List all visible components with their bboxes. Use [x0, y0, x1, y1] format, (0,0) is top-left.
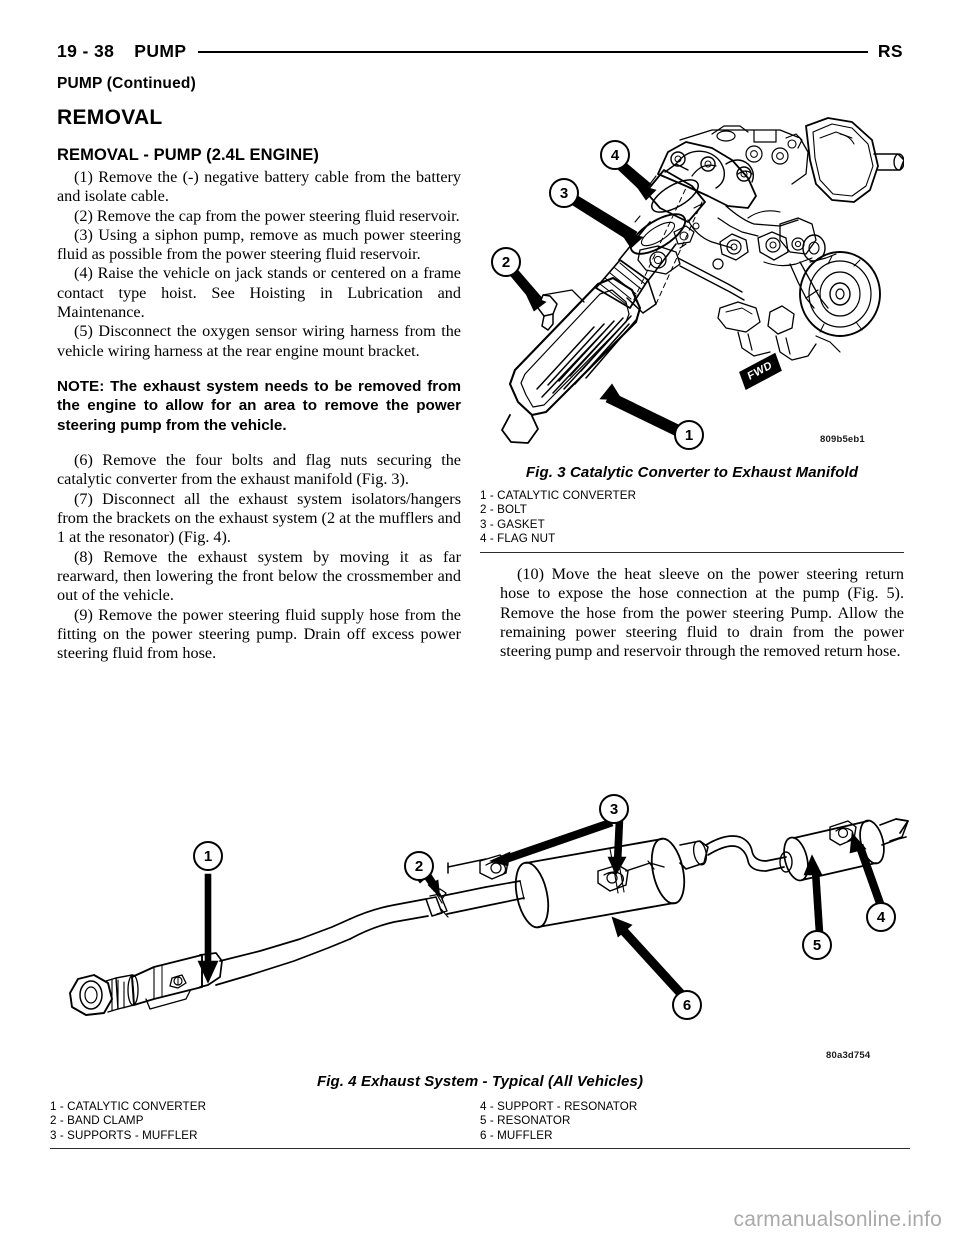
- legend-item: 4 - FLAG NUT: [480, 532, 556, 546]
- figure-4-callout-1: 1: [193, 841, 223, 871]
- site-watermark: carmanualsonline.info: [733, 1208, 942, 1231]
- figure-4-legend-left: 1 - CATALYTIC CONVERTER 2 - BAND CLAMP 3…: [50, 1100, 480, 1143]
- figure-4-caption: Fig. 4 Exhaust System - Typical (All Veh…: [316, 1073, 644, 1090]
- figure-3-legend: 1 - CATALYTIC CONVERTER 2 - BOLT 3 - GAS…: [480, 489, 904, 553]
- figure-3-illustration: 4 3 2 1 FWD 809b5eb1: [480, 112, 904, 452]
- legend-item: 3 - SUPPORTS - MUFFLER: [50, 1128, 198, 1142]
- page-title: REMOVAL: [57, 106, 163, 129]
- figure-3-caption: Fig. 3 Catalytic Converter to Exhaust Ma…: [525, 464, 859, 481]
- legend-item: 2 - BAND CLAMP: [50, 1114, 144, 1128]
- figure-3: 4 3 2 1 FWD 809b5eb1 Fig. 3 Catalytic Co…: [480, 112, 904, 553]
- figure-4-legend: 1 - CATALYTIC CONVERTER 2 - BAND CLAMP 3…: [50, 1100, 910, 1150]
- legend-item: 5 - RESONATOR: [480, 1114, 571, 1128]
- figure-4: 1 2 3 4 5 6 80a3d754 Fig. 4 Exhaust Syst…: [50, 775, 910, 1150]
- manual-code: RS: [877, 40, 903, 61]
- figure-3-callout-3: 3: [549, 178, 579, 208]
- procedure-step: (8) Remove the exhaust system by moving …: [57, 547, 461, 605]
- catalytic-converter-to-manifold-drawing: [501, 117, 904, 444]
- procedure-step: (9) Remove the power steering fluid supp…: [57, 605, 461, 663]
- header-section-title: PUMP: [134, 40, 187, 61]
- procedure-step: (2) Remove the cap from the power steeri…: [74, 206, 460, 225]
- figure-4-illustration: 1 2 3 4 5 6 80a3d754: [50, 775, 910, 1065]
- legend-item: 2 - BOLT: [480, 503, 527, 517]
- figure-3-callout-4: 4: [600, 140, 630, 170]
- legend-item: 1 - CATALYTIC CONVERTER: [480, 489, 637, 502]
- figure-4-callout-5: 5: [802, 930, 832, 960]
- legend-divider: [50, 1148, 910, 1150]
- left-text-column: REMOVAL REMOVAL - PUMP (2.4L ENGINE) (1)…: [57, 106, 461, 663]
- subsection-title: REMOVAL - PUMP (2.4L ENGINE): [57, 146, 319, 164]
- page-header: 19 - 38 PUMP RS: [57, 38, 903, 64]
- note-callout: NOTE: The exhaust system needs to be rem…: [57, 377, 461, 434]
- procedure-step: (1) Remove the (-) negative battery cabl…: [57, 168, 461, 206]
- page-number: 19 - 38: [57, 40, 115, 61]
- legend-item: 3 - GASKET: [480, 517, 545, 531]
- procedure-step: (3) Using a siphon pump, remove as much …: [57, 225, 461, 264]
- exhaust-system-drawing: [69, 818, 909, 1016]
- procedure-step: (6) Remove the four bolts and flag nuts …: [57, 451, 461, 489]
- figure-4-callout-2: 2: [404, 851, 434, 881]
- legend-item: 1 - CATALYTIC CONVERTER: [50, 1100, 207, 1113]
- procedure-step: (4) Raise the vehicle on jack stands or …: [57, 264, 461, 322]
- figure-4-image-id: 80a3d754: [826, 1050, 871, 1061]
- figure-4-callout-6: 6: [672, 990, 702, 1020]
- header-divider-rule: [198, 51, 868, 53]
- figure-3-callout-2: 2: [491, 247, 521, 277]
- legend-item: 4 - SUPPORT - RESONATOR: [480, 1100, 638, 1113]
- continued-label: PUMP (Continued): [57, 75, 196, 92]
- procedure-step: (5) Disconnect the oxygen sensor wiring …: [57, 322, 461, 360]
- figure-4-callout-3: 3: [599, 794, 629, 824]
- legend-divider: [480, 551, 904, 553]
- legend-item: 6 - MUFFLER: [480, 1128, 553, 1142]
- figure-3-callout-1: 1: [674, 420, 704, 450]
- figure-4-legend-right: 4 - SUPPORT - RESONATOR 5 - RESONATOR 6 …: [480, 1100, 910, 1143]
- figure-3-image-id: 809b5eb1: [820, 434, 865, 445]
- procedure-step: (7) Disconnect all the exhaust system is…: [57, 489, 461, 547]
- figure-4-callout-4: 4: [866, 902, 896, 932]
- procedure-step: (10) Move the heat sleeve on the power s…: [500, 565, 904, 661]
- right-text-column: (10) Move the heat sleeve on the power s…: [500, 565, 904, 661]
